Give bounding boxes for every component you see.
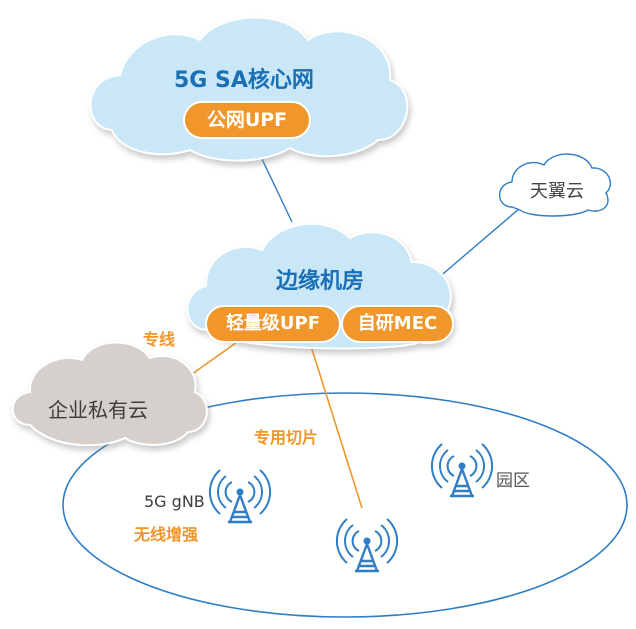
private-cloud: [11, 341, 208, 447]
dedicated-slice-label: 专用切片: [254, 428, 319, 447]
cell-tower-icon: [208, 469, 272, 524]
core-network-title: 5G SA核心网: [174, 68, 314, 93]
tianyi-edge-link: [429, 207, 521, 286]
tianyi-cloud: [498, 153, 611, 217]
edge-site-title: 边缘机房: [276, 269, 365, 294]
tianyi-cloud-label: 天翼云: [530, 181, 584, 202]
dedicated-line-label: 专线: [143, 330, 176, 349]
mec-pill: 自研MEC: [341, 305, 454, 343]
campus-label: 园区: [496, 471, 530, 491]
wireless-enhancement-label: 无线增强: [134, 525, 199, 544]
cell-tower-icon: [430, 443, 494, 498]
public-upf-pill: 公网UPF: [183, 101, 311, 139]
private-cloud-label: 企业私有云: [48, 398, 148, 422]
gnb-label: 5G gNB: [144, 492, 205, 511]
core-network-cloud: [89, 16, 409, 162]
slice-link: [309, 342, 363, 509]
lightweight-upf-pill: 轻量级UPF: [205, 305, 341, 343]
cell-tower-icon: [335, 518, 399, 573]
